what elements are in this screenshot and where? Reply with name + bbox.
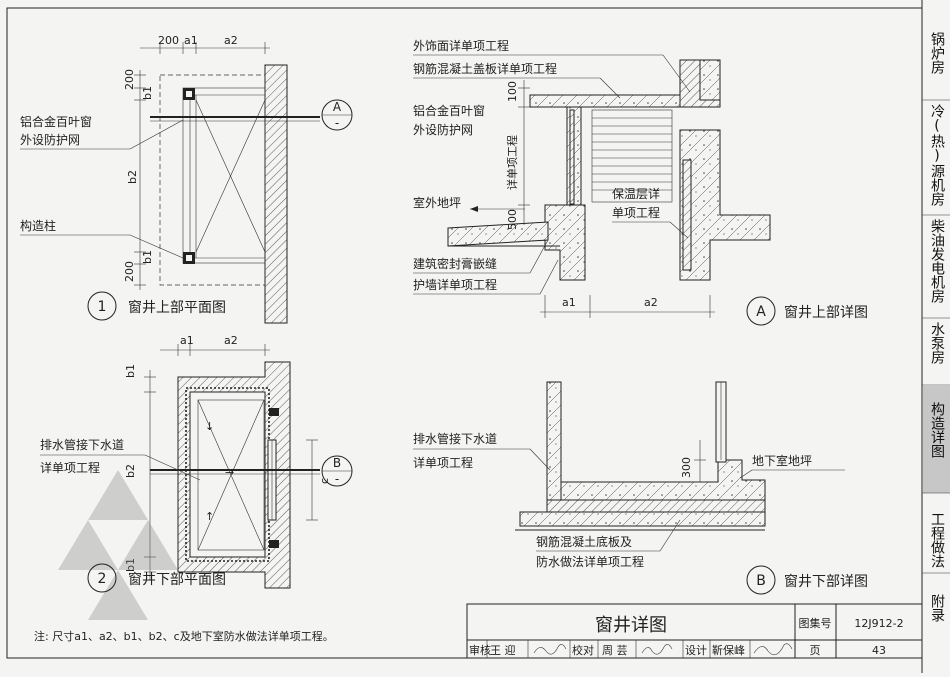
arrow-down-icon: ↓ [205,420,214,433]
reviewer-signature [533,644,567,655]
page-number: 43 [872,644,886,657]
detail-a-label-guardwall: 护墙详单项工程 [413,277,497,292]
detail-a-label-cover: 钢筋混凝土盖板详单项工程 [413,61,557,76]
atlas-number: 12J912-2 [854,617,903,630]
dim-left-4: b1 [141,250,154,264]
label-louver-1: 铝合金百叶窗 [20,114,92,129]
detail-a-dim-100: 100 [506,81,519,102]
sidebar-item-label: 构造详图 [929,402,945,458]
plan-lower-title: 窗井下部平面图 [128,571,226,588]
arrow-right-icon: → [225,466,234,479]
dim-top-1: 200 [158,34,179,47]
sidebar-item-label: 冷(热)源机房 [929,104,945,206]
detail-b-title: 窗井下部详图 [784,573,868,590]
sidebar-item-appendix[interactable]: 附录 [923,594,950,622]
detail-b-letter-circle [746,565,776,595]
arrow-up-icon: ↑ [205,510,214,523]
atlas-label: 图集号 [799,616,832,630]
sidebar-item-boiler[interactable]: 锅炉房 [923,32,950,74]
label-column: 构造柱 [20,218,56,233]
detail-a-label-louver-2: 外设防护网 [413,122,473,137]
drawing-note: 注: 尺寸a1、a2、b1、b2、c及地下室防水做法详单项工程。 [34,629,334,643]
watermark-logo [58,470,178,620]
detail-b-label-slab-2: 防水做法详单项工程 [536,554,644,569]
dim-top-3: a2 [224,34,238,47]
detail-b: 300 排水管接下水道 详单项工程 地下室地坪 钢筋混凝土底板及 防水做法详单项… [413,381,868,595]
dim-left-5: 200 [123,261,136,282]
label-drain-1: 排水管接下水道 [40,437,124,452]
callout-b-letter: B [333,456,341,470]
sidebar-item-pump[interactable]: 水泵房 [923,322,950,364]
title-block: 窗井详图 图集号 12J912-2 页 43 审核 王 迎 校对 周 芸 设计 … [466,603,923,659]
detail-a-vertical-label: 详单项工程 [505,135,519,190]
detail-a-dim-a2: a2 [644,296,658,309]
design-label: 设计 [685,644,707,657]
detail-b-label-floor: 地下室地坪 [752,453,812,468]
sidebar-active-bg [923,385,950,493]
sidebar-item-details[interactable]: 构造详图 [923,402,950,458]
designer-name: 靳保峰 [712,643,745,657]
sidebar-item-label: 附录 [929,594,945,622]
dim-top-2: a1 [184,34,198,47]
dim2-top-2: a2 [224,334,238,347]
label-louver-2: 外设防护网 [20,132,80,147]
plan-upper-number-circle [87,291,117,321]
detail-a-label-insulation-1: 保温层详 [612,186,660,201]
detail-b-label-slab-1: 钢筋混凝土底板及 [536,534,632,549]
label-drain-2: 详单项工程 [40,460,100,475]
checker-signature [641,644,673,655]
title-block-title: 窗井详图 [595,615,667,636]
check-label: 校对 [572,643,594,657]
detail-a-label-ground: 室外地坪 [413,195,461,210]
dim2-left-2: b2 [124,464,137,478]
plan-lower: ↓ ↑ → a1 a2 b1 b2 b1 c 排水管接下水道 详单项工程 [40,334,353,620]
plan-upper-title: 窗井上部平面图 [128,299,226,316]
dim2-top-1: a1 [180,334,194,347]
callout-b-sub: - [335,472,339,486]
dim-left-3: b2 [126,170,139,184]
dim2-left-1: b1 [124,364,137,378]
dim2-left-3: b1 [124,558,137,572]
detail-b-label-drain-1: 排水管接下水道 [413,431,497,446]
page-label: 页 [810,644,821,657]
sidebar [922,99,950,574]
dim-left-1: 200 [123,69,136,90]
detail-a-label-louver-1: 铝合金百叶窗 [413,103,485,118]
review-label: 审核 [469,643,491,657]
designer-signature [753,643,793,656]
detail-b-letter: B [756,573,766,589]
sidebar-item-label: 工程做法 [929,512,945,568]
plan-upper: 200 a1 a2 200 b1 b2 b1 200 铝合金百叶窗 外设防护网 … [20,34,353,324]
detail-a-label-facade: 外饰面详单项工程 [413,38,509,53]
sidebar-item-label: 水泵房 [929,322,945,364]
sidebar-item-methods[interactable]: 工程做法 [923,512,950,568]
detail-a-letter-circle [746,296,776,326]
dim2-right-c: c [318,478,331,484]
detail-a-letter: A [756,304,766,320]
checker-name: 周 芸 [602,644,628,657]
sidebar-item-hvac[interactable]: 冷(热)源机房 [923,104,950,206]
plan-upper-number: 1 [98,299,107,315]
callout-a-sub: - [335,116,339,130]
detail-a-title: 窗井上部详图 [784,304,868,321]
callout-a-letter: A [333,100,342,114]
detail-a-dim-a1: a1 [562,296,576,309]
sidebar-item-label: 柴油发电机房 [929,219,945,303]
plan-lower-number: 2 [98,571,107,587]
detail-a-label-sealant: 建筑密封膏嵌缝 [413,256,497,271]
sidebar-item-generator[interactable]: 柴油发电机房 [923,219,950,303]
detail-a-label-insulation-2: 单项工程 [612,205,660,220]
detail-b-label-drain-2: 详单项工程 [413,455,473,470]
detail-a-dim-500: 500 [506,209,519,230]
reviewer-name: 王 迎 [490,644,516,657]
sidebar-item-label: 锅炉房 [929,32,945,74]
detail-a: 100 500 详单项工程 a1 a2 外饰面详单项工程 钢筋混凝土盖板详单项工… [413,38,868,326]
dim-left-2: b1 [141,86,154,100]
plan-lower-number-circle [87,563,117,593]
detail-b-dim-300: 300 [680,457,693,478]
